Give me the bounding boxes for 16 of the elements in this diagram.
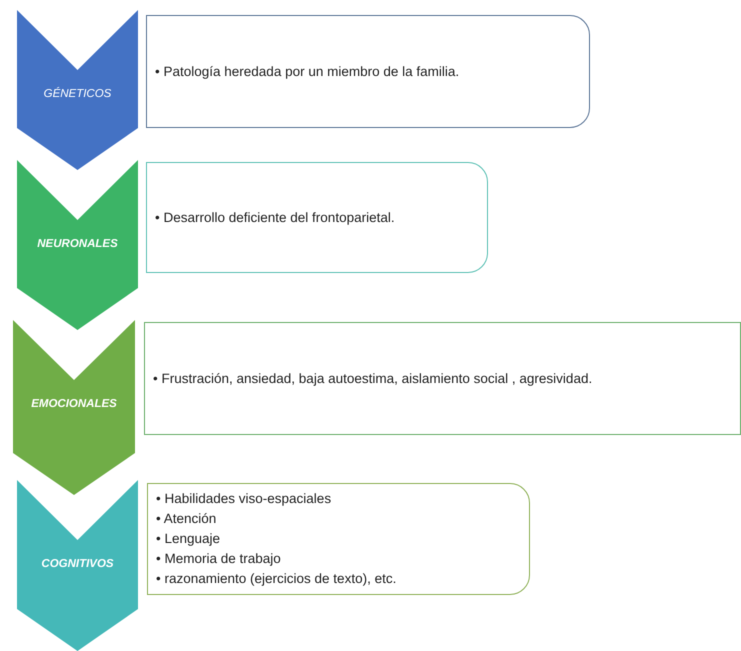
bullet-text: • Atención bbox=[156, 510, 218, 528]
description-box bbox=[144, 322, 741, 435]
bullet-text: • Memoria de trabajo bbox=[156, 550, 282, 568]
category-label: EMOCIONALES bbox=[30, 397, 118, 411]
bullet-text: • Patología heredada por un miembro de la familia. bbox=[155, 62, 460, 81]
bullet-text: • Habilidades viso-espaciales bbox=[156, 490, 332, 508]
bullet-text: • Lenguaje bbox=[156, 530, 222, 548]
description-box bbox=[147, 483, 530, 595]
category-label: NEURONALES bbox=[36, 237, 119, 251]
category-label: COGNITIVOS bbox=[40, 557, 115, 571]
category-label: GÉNETICOS bbox=[42, 87, 112, 101]
description-box bbox=[146, 15, 590, 128]
bullet-text: • razonamiento (ejercicios de texto), etc. bbox=[156, 570, 398, 588]
bullet-text: • Desarrollo deficiente del frontoparietal. bbox=[155, 208, 396, 227]
bullet-text: • Frustración, ansiedad, baja autoestima, aislamiento social , agresividad. bbox=[153, 370, 594, 388]
description-box bbox=[146, 162, 488, 273]
